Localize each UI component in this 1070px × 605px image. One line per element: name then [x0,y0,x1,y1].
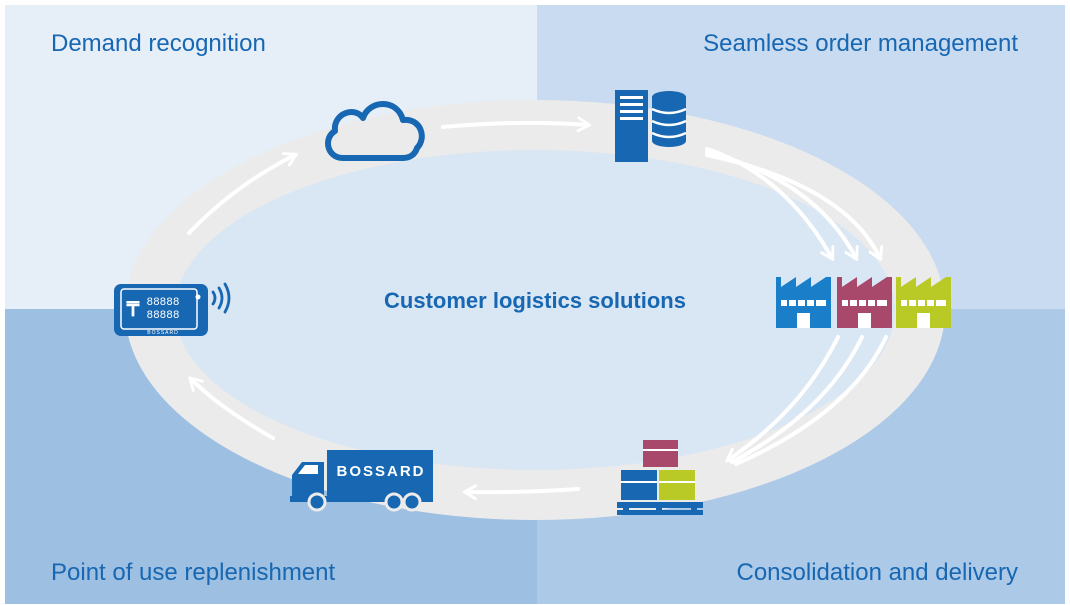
device-brand-text: BOSSARD [147,330,178,336]
cycle-inner [175,150,895,470]
kanban-device-icon: ₸ 88888 88888 BOSSARD [114,284,208,336]
arrow-truck-to-device [188,376,275,440]
arrow-factory-to-pallet-2 [730,335,864,464]
label-seamless-order-management: Seamless order management [703,30,1018,57]
pallet-boxes-icon [617,440,703,515]
label-consolidation-and-delivery: Consolidation and delivery [736,559,1018,586]
flow-arrows [187,116,888,501]
server-database-icon [615,90,687,162]
center-title: Customer logistics solutions [384,288,686,313]
device-logo-glyph: ₸ [126,299,140,321]
wireless-signal-icon [211,282,231,314]
cloud-icon [325,101,425,161]
label-point-of-use-replenishment: Point of use replenishment [51,559,336,586]
factory-icon-green [896,277,951,328]
arrow-cloud-to-server [441,116,592,133]
arrow-factory-to-pallet-1 [725,335,840,463]
factory-icon-blue [776,277,831,328]
factory-icon-magenta [837,277,892,328]
arrow-factory-to-pallet-3 [734,335,888,466]
delivery-truck-icon: BOSSARD [290,450,433,512]
truck-brand-text: BOSSARD [336,463,425,480]
device-display-top: 88888 [146,297,179,309]
label-demand-recognition: Demand recognition [51,30,266,57]
arrow-pallet-to-truck [462,484,580,501]
arrow-device-to-cloud [187,152,298,235]
arrow-server-to-factory-3 [705,153,884,261]
device-display-bottom: 88888 [146,310,179,322]
